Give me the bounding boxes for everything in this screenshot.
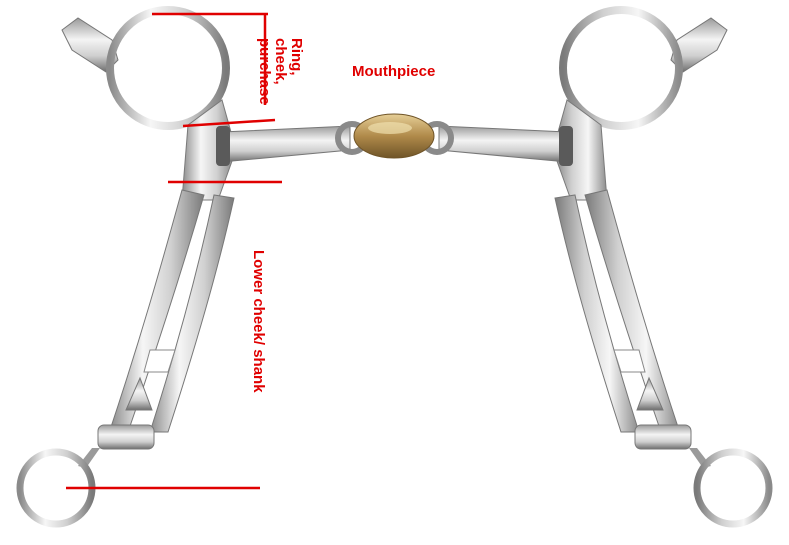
mouthpiece-lozenge-highlight <box>368 122 412 134</box>
left-top-ring <box>110 10 226 126</box>
mouthpiece-left-collar <box>216 126 230 166</box>
ring-label-line-3: purchase <box>256 38 272 118</box>
right-cheek <box>553 10 769 524</box>
lower-cheek-shank-label: Lower cheek/ shank <box>250 250 266 393</box>
right-top-ring <box>563 10 679 126</box>
ring-label-line-1: Ring, <box>288 38 304 118</box>
mouthpiece-right-collar <box>559 126 573 166</box>
ring-cheek-purchase-label: Ring, cheek, purchase <box>256 38 304 118</box>
mouthpiece-right-cannon <box>439 126 567 162</box>
mouthpiece-left-cannon <box>222 126 350 162</box>
left-shank-foot <box>98 425 154 449</box>
mouthpiece-center-lozenge <box>354 114 434 158</box>
mouthpiece <box>216 114 573 166</box>
ring-label-line-2: cheek, <box>272 38 288 118</box>
right-shank-foot <box>635 425 691 449</box>
right-bottom-ring <box>697 452 769 524</box>
mouthpiece-label: Mouthpiece <box>352 64 435 80</box>
left-cheek <box>20 10 236 524</box>
